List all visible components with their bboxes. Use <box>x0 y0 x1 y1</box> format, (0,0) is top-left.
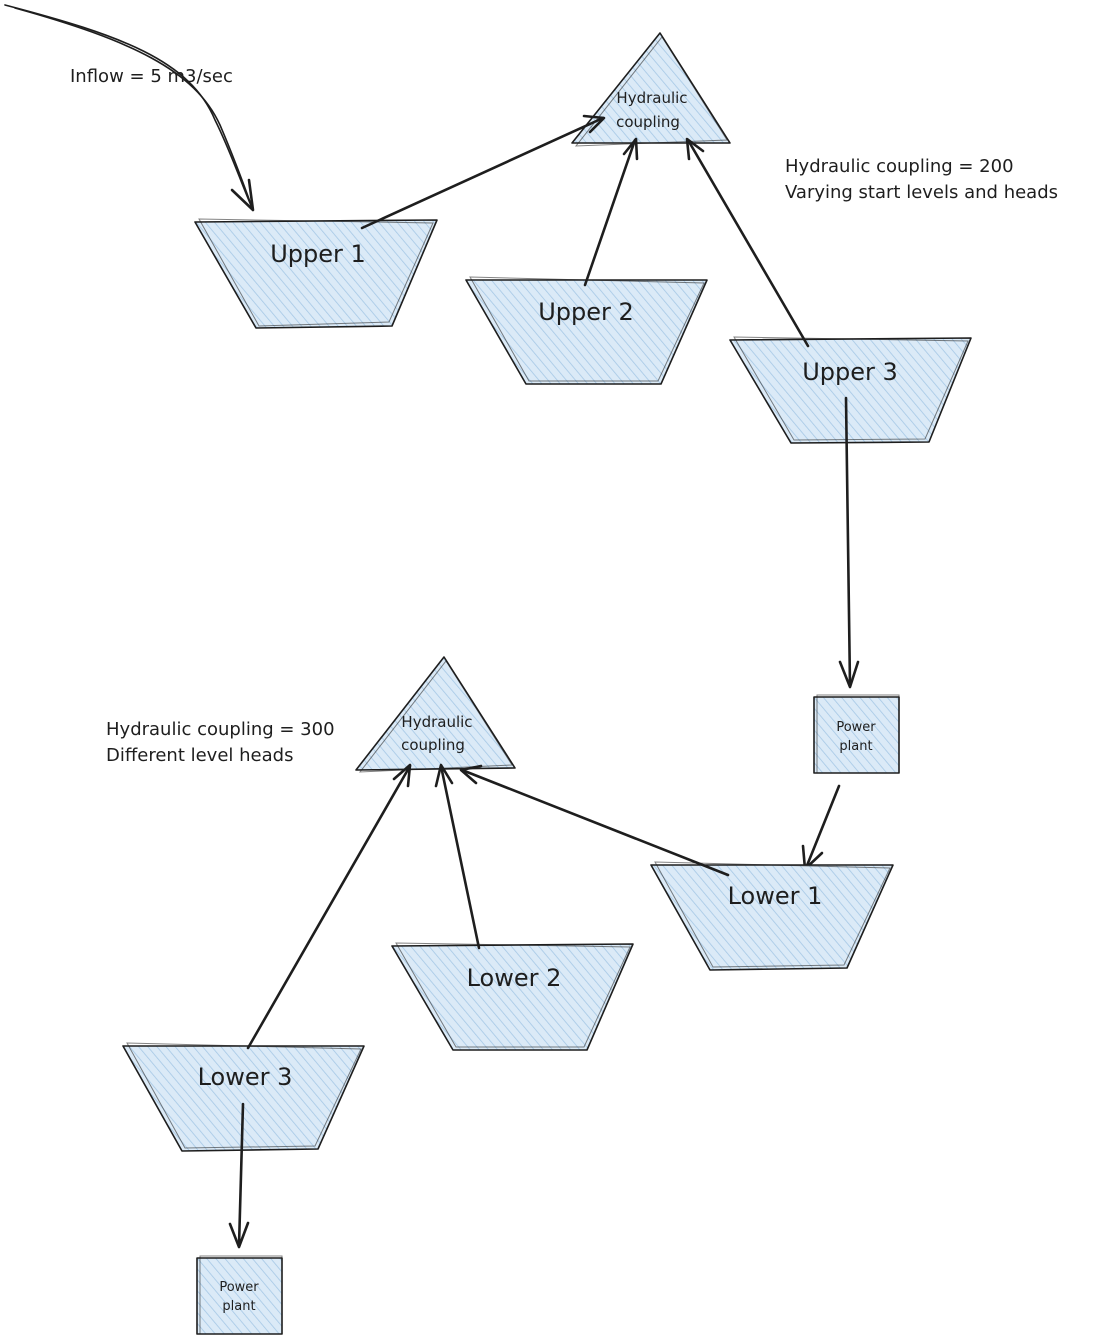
arrow-lower3-to-coupling <box>246 763 412 1050</box>
power-plant-lower-label-2: plant <box>222 1299 255 1314</box>
lower-3-label: Lower 3 <box>198 1063 293 1091</box>
power-plant-lower: Power plant <box>196 1255 283 1335</box>
upper-coupling-label-1: Hydraulic <box>616 89 687 107</box>
upper-hydraulic-coupling: Hydraulic coupling <box>571 32 731 147</box>
reservoir-upper-3: Upper 3 <box>729 336 972 444</box>
inflow-arrow <box>4 4 255 212</box>
arrow-power-plant-to-lower1 <box>801 784 841 871</box>
lower-coupling-note-1: Hydraulic coupling = 300 <box>106 719 335 740</box>
lower-1-label: Lower 1 <box>728 882 823 910</box>
upper-coupling-note-2: Varying start levels and heads <box>785 182 1058 203</box>
arrow-lower2-to-coupling <box>434 763 481 950</box>
reservoir-upper-1: Upper 1 <box>194 218 438 329</box>
power-plant-upper: Power plant <box>813 694 900 774</box>
reservoir-upper-2: Upper 2 <box>465 276 708 385</box>
arrow-upper3-to-power-plant <box>838 396 860 689</box>
power-plant-upper-label-1: Power <box>836 720 876 735</box>
reservoir-lower-1: Lower 1 <box>650 861 894 971</box>
lower-coupling-label-1: Hydraulic <box>401 713 472 731</box>
lower-coupling-label-2: coupling <box>401 736 465 754</box>
reservoir-lower-2: Lower 2 <box>391 942 634 1051</box>
arrow-lower3-to-power-plant <box>228 1102 250 1249</box>
upper-coupling-note-1: Hydraulic coupling = 200 <box>785 156 1014 177</box>
lower-coupling-note-2: Different level heads <box>106 745 293 766</box>
upper-3-label: Upper 3 <box>802 358 898 386</box>
upper-1-label: Upper 1 <box>270 240 366 268</box>
lower-hydraulic-coupling: Hydraulic coupling <box>355 656 516 773</box>
upper-2-label: Upper 2 <box>538 298 634 326</box>
reservoir-lower-3: Lower 3 <box>122 1042 365 1152</box>
arrow-lower1-to-coupling <box>459 764 730 877</box>
arrow-upper2-to-coupling <box>583 137 639 287</box>
arrow-upper3-to-coupling <box>685 137 810 348</box>
inflow-label: Inflow = 5 m3/sec <box>70 66 233 87</box>
power-plant-upper-label-2: plant <box>839 739 872 754</box>
lower-2-label: Lower 2 <box>467 964 562 992</box>
upper-coupling-label-2: coupling <box>616 113 680 131</box>
arrow-upper1-to-coupling <box>360 114 606 230</box>
power-plant-lower-label-1: Power <box>219 1280 259 1295</box>
